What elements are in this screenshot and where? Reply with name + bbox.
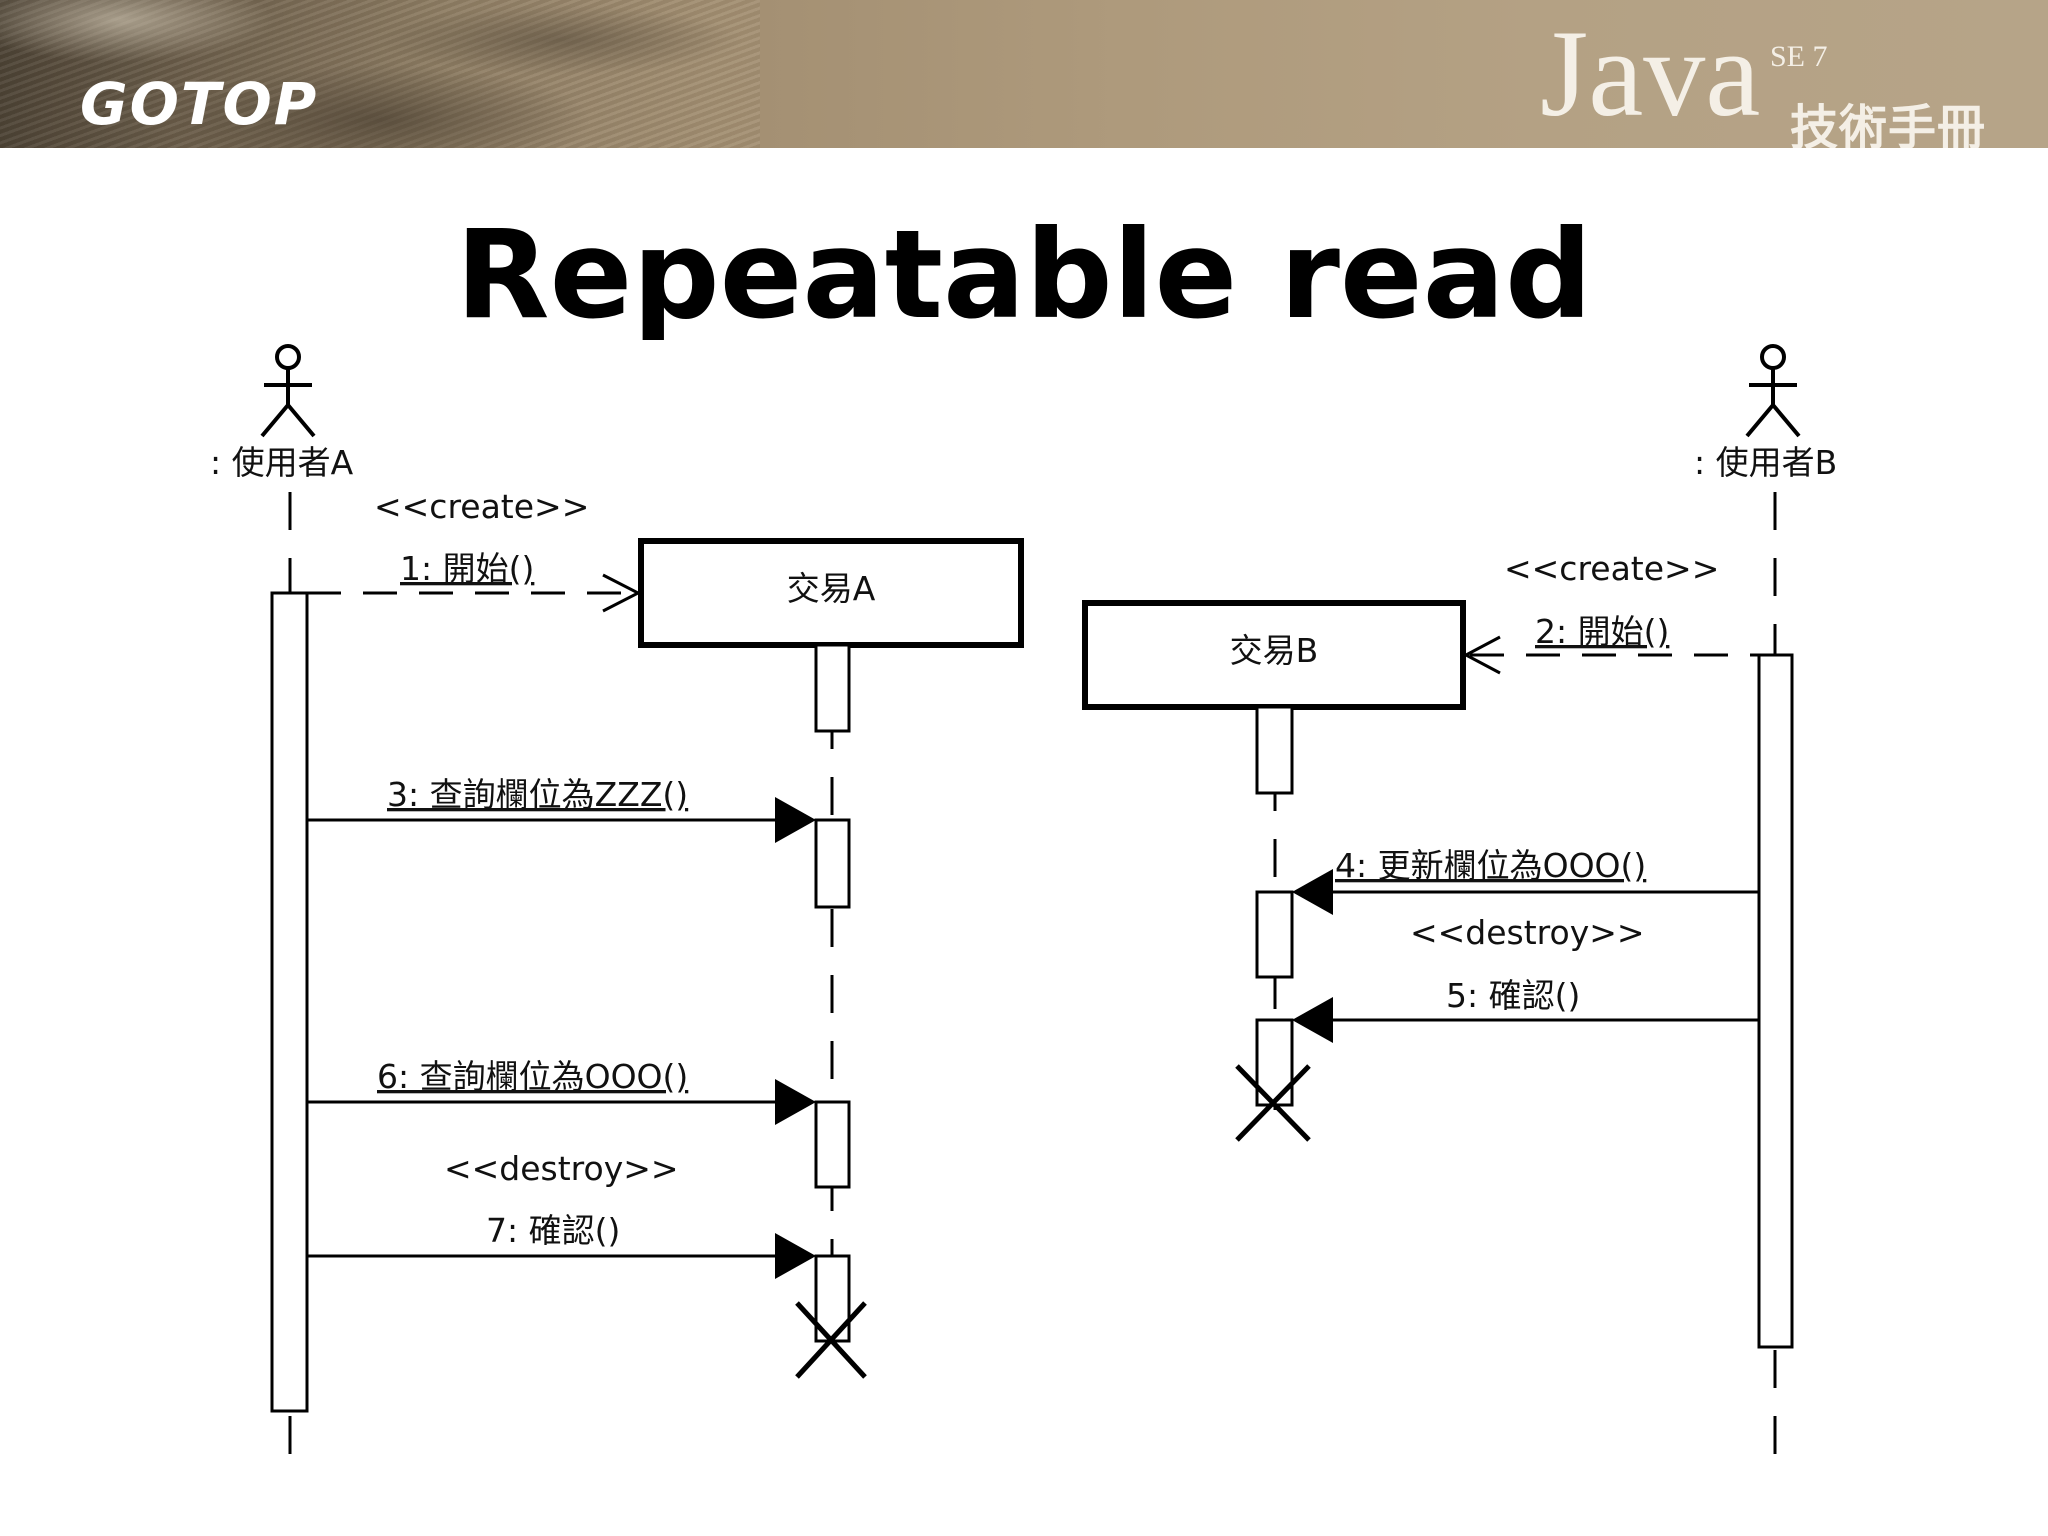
message-6-label: 6: 查詢欄位為OOO(): [377, 1057, 688, 1096]
java-logo-subtitle: 技術手冊: [1790, 100, 1987, 148]
destroy-marker-transaction-b: [1235, 1064, 1311, 1142]
message-5-label: 5: 確認(): [1446, 976, 1580, 1015]
activation-user-a: [270, 591, 309, 1413]
message-1-create: <<create>> 1: 開始(): [307, 487, 642, 613]
stick-figure-icon: [260, 344, 316, 438]
java-logo-edition: SE 7: [1770, 40, 1828, 73]
actor-user-a: : 使用者A: [210, 344, 354, 482]
message-6-sync: 6: 查詢欄位為OOO(): [307, 1057, 816, 1125]
stick-figure-icon: [1745, 344, 1801, 438]
activation-transaction-b-1: [1255, 705, 1294, 795]
activation-transaction-a-3: [814, 1100, 851, 1189]
stereotype-destroy-b: <<destroy>>: [1410, 913, 1645, 952]
activation-user-b: [1757, 653, 1794, 1349]
stereotype-destroy-a: <<destroy>>: [444, 1149, 679, 1188]
actor-user-b-label: : 使用者B: [1694, 443, 1837, 482]
activation-transaction-a-2: [814, 818, 851, 909]
stereotype-create-a: <<create>>: [374, 487, 589, 526]
activation-transaction-a-1: [814, 643, 851, 733]
actor-user-b: : 使用者B: [1694, 344, 1837, 482]
stereotype-create-b: <<create>>: [1504, 549, 1719, 588]
object-transaction-a: 交易A: [638, 538, 1024, 648]
message-3-label: 3: 查詢欄位為ZZZ(): [387, 775, 688, 814]
message-2-create: <<create>> 2: 開始(): [1462, 549, 1759, 675]
gotop-logo: GOTOP: [80, 70, 319, 138]
java-logo-word: Java: [1540, 5, 1761, 142]
actor-user-a-label: : 使用者A: [210, 443, 354, 482]
object-transaction-a-label: 交易A: [787, 569, 876, 608]
message-4-sync: 4: 更新欄位為OOO(): [1292, 846, 1759, 915]
message-7-sync: <<destroy>> 7: 確認(): [307, 1149, 816, 1279]
message-7-label: 7: 確認(): [486, 1211, 620, 1250]
header-banner: GOTOP Java SE 7 技術手冊: [0, 0, 2048, 148]
message-3-sync: 3: 查詢欄位為ZZZ(): [307, 775, 816, 843]
message-5-sync: <<destroy>> 5: 確認(): [1292, 913, 1759, 1043]
destroy-marker-transaction-a: [795, 1301, 867, 1379]
activation-transaction-b-2: [1255, 890, 1294, 979]
banner-background-image: [0, 0, 760, 148]
object-transaction-b-label: 交易B: [1230, 631, 1319, 670]
message-2-label: 2: 開始(): [1535, 612, 1669, 651]
message-1-label: 1: 開始(): [400, 549, 534, 588]
slide-title: Repeatable read: [455, 204, 1593, 340]
message-4-label: 4: 更新欄位為OOO(): [1335, 846, 1646, 885]
object-transaction-b: 交易B: [1082, 600, 1466, 710]
